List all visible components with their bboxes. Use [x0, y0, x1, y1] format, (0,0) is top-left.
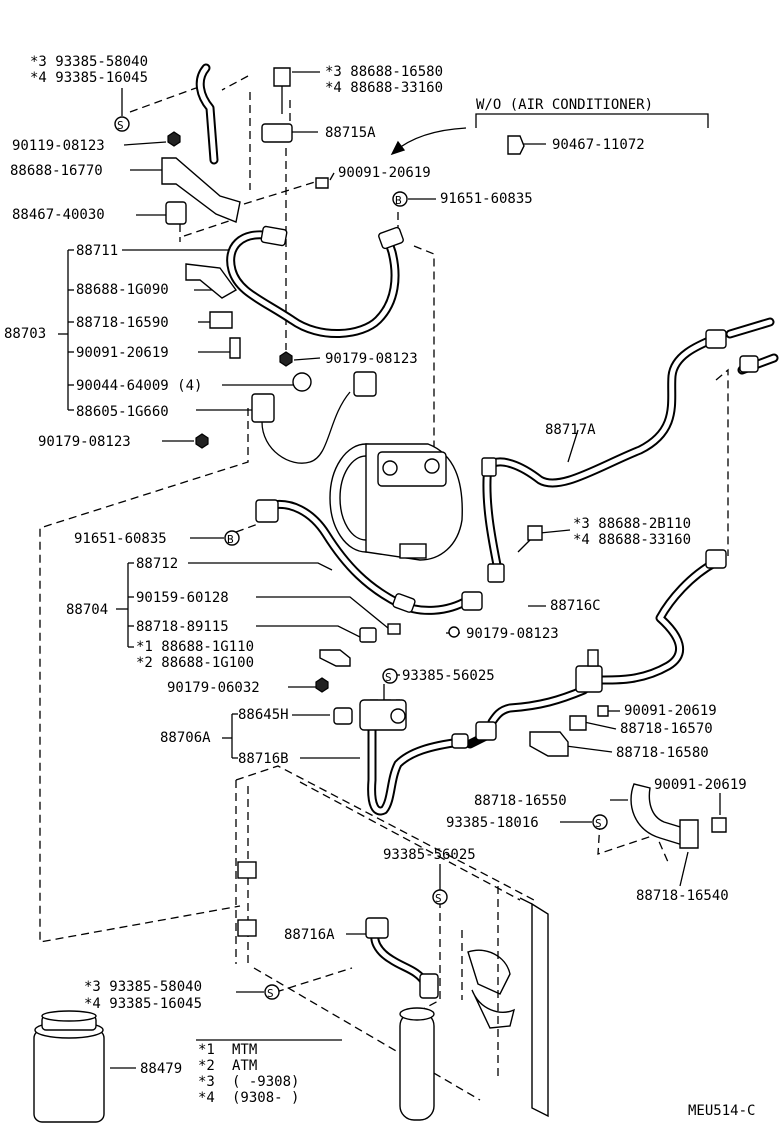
bracket-1G110: [319, 649, 351, 667]
legend-text-4: (9308- ): [232, 1090, 299, 1106]
diagram-code: MEU514-C: [688, 1103, 755, 1119]
label-88645H: 88645H: [238, 707, 289, 723]
part-labels: *3 93385-58040 *4 93385-16045 *3 88688-1…: [4, 54, 747, 1077]
label-90467-11072: 90467-11072: [552, 137, 645, 153]
label-88688-33160-b: *4 88688-33160: [573, 532, 691, 548]
label-88711: 88711: [76, 243, 118, 259]
label-88688-16770: 88688-16770: [10, 163, 103, 179]
label-91651-60835-b: 91651-60835: [74, 531, 167, 547]
label-88715A: 88715A: [325, 125, 376, 141]
label-88605-1G660: 88605-1G660: [76, 404, 169, 420]
label-88479: 88479: [140, 1061, 182, 1077]
b-mark: B: [395, 194, 402, 207]
label-88704: 88704: [66, 602, 108, 618]
compressor: [329, 443, 463, 561]
condenser: [235, 765, 549, 1118]
label-88688-1G100: *2 88688-1G100: [136, 655, 254, 671]
section-arrowhead: [390, 140, 406, 156]
label-88718-16540: 88718-16540: [636, 888, 729, 904]
s-symbol: [382, 668, 398, 684]
clamp-88715A: [261, 123, 293, 143]
s-mark: S: [267, 987, 274, 1000]
legend-mark-1: *1: [198, 1042, 215, 1058]
label-93385-58040-b: *3 93385-58040: [84, 979, 202, 995]
section-bracket: [475, 113, 709, 128]
legend-text-3: ( -9308): [232, 1074, 299, 1090]
label-88712: 88712: [136, 556, 178, 572]
s-symbol: [264, 984, 280, 1000]
label-88717A: 88717A: [545, 422, 596, 438]
label-88688-1G090: 88688-1G090: [76, 282, 169, 298]
label-88718-16550: 88718-16550: [474, 793, 567, 809]
label-88706A: 88706A: [160, 730, 211, 746]
legend-text-1: MTM: [232, 1042, 257, 1058]
grommet: [165, 201, 187, 225]
label-88467-40030: 88467-40030: [12, 207, 105, 223]
connector-88605: [251, 393, 275, 423]
label-90179-08123-c: 90179-08123: [466, 626, 559, 642]
legend-mark-2: *2: [198, 1058, 215, 1074]
b-symbol: [224, 530, 240, 546]
label-90044-64009: 90044-64009 (4): [76, 378, 202, 394]
s-symbol: [432, 889, 448, 905]
label-93385-56025-a: 93385-56025: [402, 668, 495, 684]
label-90091-20619-d: 90091-20619: [654, 777, 747, 793]
clamp-16590: [209, 311, 233, 329]
section-arrow: [393, 127, 467, 153]
label-90179-08123-a: 90179-08123: [325, 351, 418, 367]
refrigerant-can: [33, 1010, 105, 1123]
label-90091-20619-c: 90091-20619: [624, 703, 717, 719]
label-88716C: 88716C: [550, 598, 601, 614]
label-top-left-1: *3 93385-58040: [30, 54, 148, 70]
legend-text-2: ATM: [232, 1058, 257, 1074]
label-90091-20619-a: 90091-20619: [338, 165, 431, 181]
parts: [33, 67, 759, 1123]
label-90091-20619-b: 90091-20619: [76, 345, 169, 361]
label-88716A: 88716A: [284, 927, 335, 943]
legend: *1 MTM *2 ATM *3 ( -9308) *4 (9308- ): [196, 1039, 342, 1106]
label-88688-1G110: *1 88688-1G110: [136, 639, 254, 655]
label-90159-60128: 90159-60128: [136, 590, 229, 606]
s-mark: S: [595, 817, 602, 830]
label-93385-18016: 93385-18016: [446, 815, 539, 831]
label-90179-06032: 90179-06032: [167, 680, 260, 696]
clamp-top: [273, 67, 291, 87]
circle-symbols: S B B S S S S: [114, 116, 608, 1000]
label-88703: 88703: [4, 326, 46, 342]
bracket-16540: [679, 819, 699, 849]
label-88718-89115: 88718-89115: [136, 619, 229, 635]
label-88716B: 88716B: [238, 751, 289, 767]
label-90179-08123-b: 90179-08123: [38, 434, 131, 450]
bracket-1G090: [185, 263, 238, 299]
label-93385-16045-b: *4 93385-16045: [84, 996, 202, 1012]
b-mark: B: [227, 533, 234, 546]
s-mark: S: [117, 119, 124, 132]
label-88688-2B110: *3 88688-2B110: [573, 516, 691, 532]
s-symbol: [592, 814, 608, 830]
legend-mark-4: *4: [198, 1090, 215, 1106]
label-90119-08123: 90119-08123: [12, 138, 105, 154]
bracket-16570: [569, 715, 587, 731]
b-symbol: [392, 191, 408, 207]
s-mark: S: [385, 671, 392, 684]
label-top-mid-1: *3 88688-16580: [325, 64, 443, 80]
label-93385-56025-b: 93385-56025: [383, 847, 476, 863]
label-88718-16590: 88718-16590: [76, 315, 169, 331]
legend-mark-3: *3: [198, 1074, 215, 1090]
bracket-88688-16770: [161, 157, 241, 223]
label-88718-16580: 88718-16580: [616, 745, 709, 761]
label-88718-16570: 88718-16570: [620, 721, 713, 737]
s-symbol: [114, 116, 130, 132]
receiver-drier: [399, 973, 439, 1121]
section-title: W/O (AIR CONDITIONER): [476, 97, 653, 113]
s-mark: S: [435, 892, 442, 905]
label-91651-60835-a: 91651-60835: [440, 191, 533, 207]
nut-90119: [167, 131, 181, 147]
label-top-mid-2: *4 88688-33160: [325, 80, 443, 96]
label-top-left-2: *4 93385-16045: [30, 70, 148, 86]
bracket-16580: [529, 731, 569, 757]
